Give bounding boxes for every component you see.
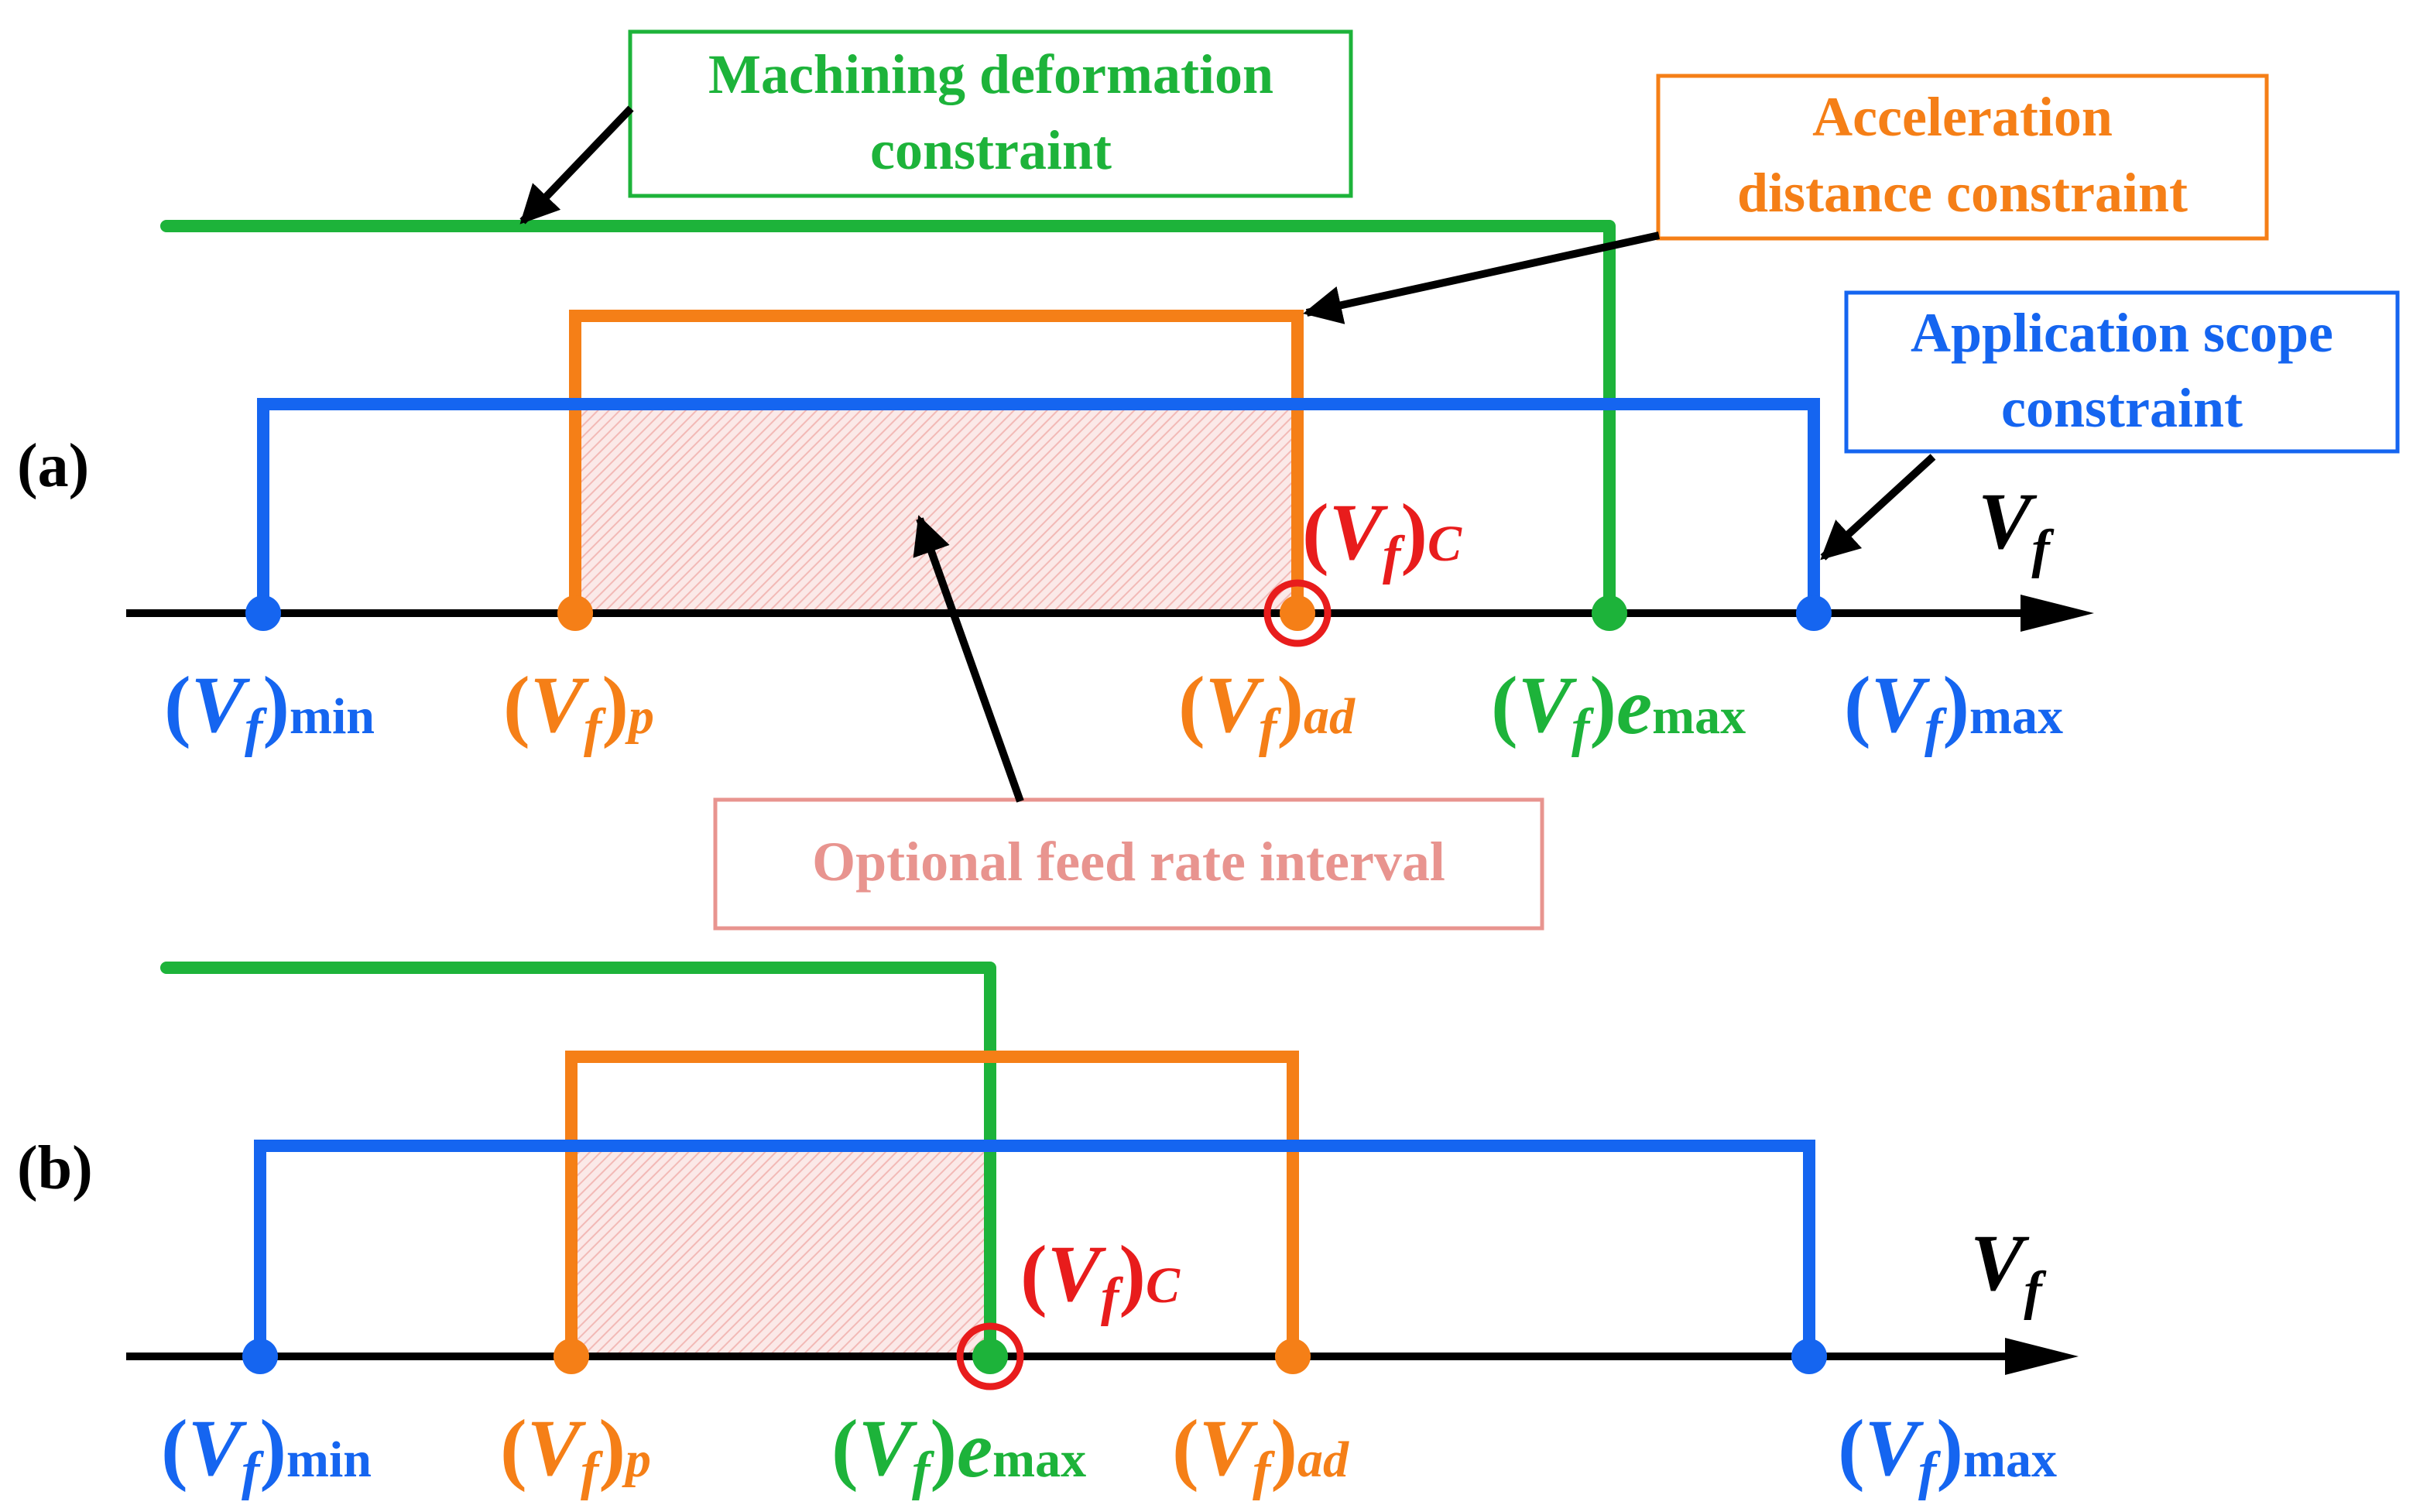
label-vf-ad-a: (Vf)ad xyxy=(1178,660,1356,758)
svg-text:constraint: constraint xyxy=(2001,377,2243,439)
svg-text:Acceleration: Acceleration xyxy=(1812,86,2113,148)
vf-p-point-b xyxy=(554,1339,589,1374)
vf-axis-label-b: Vf xyxy=(1970,1219,2047,1321)
label-vf-p-b: (Vf)p xyxy=(500,1404,651,1501)
vf-axis-arrowhead-a xyxy=(2021,595,2094,632)
vf-c-marker-b xyxy=(956,1322,1024,1390)
vf-c-marker-a xyxy=(1263,579,1332,647)
machining-callout-arrow xyxy=(519,105,634,225)
acceleration-constraint-callout: Acceleration distance constraint xyxy=(1656,74,2269,241)
panel-b: (b) Vf (Vf)min (Vf)p (Vf)emax (Vf)ad (Vf… xyxy=(17,962,2079,1501)
optional-interval-arrow xyxy=(913,515,1024,803)
panel-a: (a) Vf (Vf)min (Vf)p (Vf)ad xyxy=(17,29,2400,931)
acceleration-constraint-line-b xyxy=(565,1051,1299,1356)
label-vf-ad-b: (Vf)ad xyxy=(1172,1404,1349,1501)
vf-max-point-a xyxy=(1796,595,1832,631)
optional-interval-callout: Optional feed rate interval xyxy=(713,797,1544,931)
label-vf-max-b: (Vf)max xyxy=(1838,1404,2057,1501)
panel-b-label: (b) xyxy=(17,1134,93,1202)
svg-text:Application scope: Application scope xyxy=(1911,302,2333,364)
label-vf-emax-a: (Vf)emax xyxy=(1491,660,1746,758)
svg-text:constraint: constraint xyxy=(870,119,1112,181)
vf-max-point-b xyxy=(1791,1339,1827,1374)
label-vf-c-a: (Vf)C xyxy=(1302,488,1462,585)
vf-p-point-a xyxy=(557,595,593,631)
svg-text:distance constraint: distance constraint xyxy=(1737,162,2188,224)
label-vf-c-b: (Vf)C xyxy=(1020,1229,1181,1327)
label-vf-max-a: (Vf)max xyxy=(1844,660,2063,758)
machining-constraint-line-b xyxy=(160,962,996,1363)
vf-axis-label-a: Vf xyxy=(1978,477,2055,579)
vf-emax-point-a xyxy=(1592,595,1627,631)
vf-ad-point-a xyxy=(1280,595,1315,631)
vf-emax-point-b xyxy=(972,1339,1008,1374)
acceleration-constraint-line-a xyxy=(569,310,1304,613)
optional-interval-shading-a xyxy=(575,403,1297,613)
label-vf-min-a: (Vf)min xyxy=(164,660,375,758)
vf-min-point-a xyxy=(245,595,281,631)
application-constraint-line-a xyxy=(257,398,1820,613)
label-vf-p-a: (Vf)p xyxy=(503,660,654,758)
optional-interval-shading-b xyxy=(571,1146,990,1356)
panel-a-label: (a) xyxy=(17,432,89,500)
machining-constraint-line-a xyxy=(160,220,1616,619)
svg-text:Optional feed rate interval: Optional feed rate interval xyxy=(812,831,1445,893)
vf-ad-point-b xyxy=(1275,1339,1311,1374)
vf-min-point-b xyxy=(242,1339,278,1374)
vf-axis-arrowhead-b xyxy=(2005,1338,2079,1375)
application-constraint-line-b xyxy=(254,1140,1815,1356)
application-callout-arrow xyxy=(1820,454,1936,561)
label-vf-emax-b: (Vf)emax xyxy=(831,1404,1086,1501)
label-vf-min-b: (Vf)min xyxy=(161,1404,372,1501)
acceleration-callout-arrow xyxy=(1303,231,1661,324)
machining-constraint-callout: Machining deformation constraint xyxy=(628,29,1353,198)
application-constraint-callout: Application scope constraint xyxy=(1844,290,2400,454)
svg-text:Machining deformation: Machining deformation xyxy=(708,43,1273,105)
